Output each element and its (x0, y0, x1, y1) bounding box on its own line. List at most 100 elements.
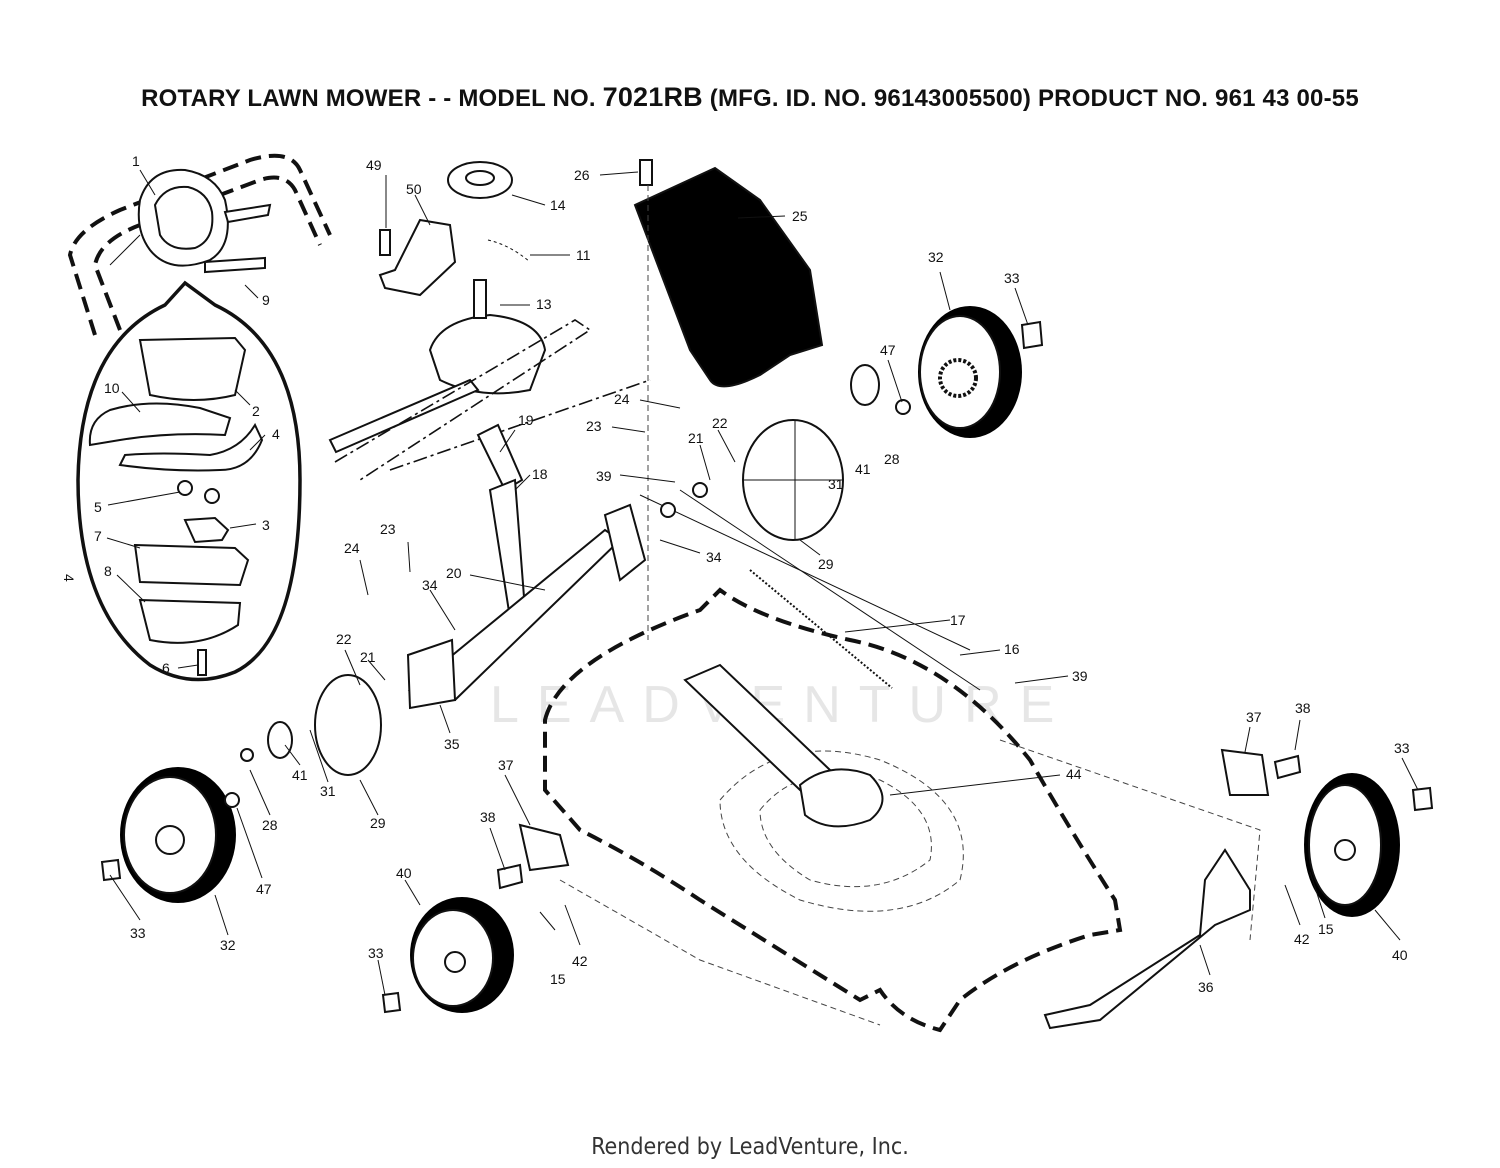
callout-19: 19 (518, 412, 534, 428)
callout-32a: 32 (928, 249, 944, 265)
callout-20: 20 (446, 565, 462, 581)
gear-41-left (267, 721, 293, 759)
callout-9: 9 (262, 292, 270, 308)
front-axle-36 (1043, 848, 1251, 1030)
nut-33-left (100, 858, 122, 882)
callout-31b: 31 (320, 783, 336, 799)
lever-18 (488, 478, 527, 620)
nut-33-top (1020, 320, 1044, 350)
rear-wheel-left (100, 674, 382, 903)
callout-10: 10 (104, 380, 120, 396)
callout-33d: 33 (1394, 740, 1410, 756)
housing-7 (133, 543, 250, 587)
callout-29a: 29 (818, 556, 834, 572)
cover-2 (138, 336, 247, 401)
callout-47a: 47 (880, 342, 896, 358)
callout-5: 5 (94, 499, 102, 515)
callout-24a: 24 (614, 391, 630, 407)
handle-assembly (67, 153, 332, 336)
height-adjuster (406, 423, 981, 710)
title-prefix: ROTARY LAWN MOWER - - MODEL NO. (141, 85, 596, 112)
callout-39a: 39 (596, 468, 612, 484)
callout-40a: 40 (396, 865, 412, 881)
callout-6: 6 (162, 660, 170, 676)
washer-47-left (224, 792, 240, 808)
drive-axle (328, 378, 480, 454)
mower-deck (543, 587, 1261, 1033)
callout-24b: 24 (344, 540, 360, 556)
callout-21a: 21 (688, 430, 704, 446)
bail-left-10 (88, 402, 232, 447)
callout-22b: 22 (336, 631, 352, 647)
callout-34b: 34 (422, 577, 438, 593)
spring-17 (749, 569, 893, 689)
callout-23a: 23 (586, 418, 602, 434)
baffle-44 (798, 768, 884, 828)
callout-49: 49 (366, 157, 382, 173)
footer-credit: Rendered by LeadVenture, Inc. (591, 1134, 909, 1160)
gear-41-right (850, 364, 880, 406)
transmission-13 (428, 313, 547, 395)
callout-42b: 42 (1294, 931, 1310, 947)
title-suffix: (MFG. ID. NO. 96143005500) PRODUCT NO. 9… (709, 85, 1359, 112)
model-number: 7021RB (602, 82, 703, 112)
callout-37b: 37 (1246, 709, 1262, 725)
callout-26: 26 (574, 167, 590, 183)
bolt-26 (639, 159, 653, 186)
callout-4b: 4 (61, 574, 77, 582)
callout-1: 1 (132, 153, 140, 169)
callout-14: 14 (550, 197, 566, 213)
screw-6 (197, 649, 207, 676)
bail-right-4 (118, 422, 264, 472)
callout-17: 17 (950, 612, 966, 628)
callout-2: 2 (252, 403, 260, 419)
base-8 (138, 598, 242, 644)
callout-37a: 37 (498, 757, 514, 773)
bracket-50 (378, 218, 457, 297)
callout-23b: 23 (380, 521, 396, 537)
callout-38a: 38 (480, 809, 496, 825)
bracket-37-left (518, 823, 570, 872)
callout-32b: 32 (220, 937, 236, 953)
callout-13: 13 (536, 296, 552, 312)
callout-36: 36 (1198, 979, 1214, 995)
callout-38b: 38 (1295, 700, 1311, 716)
rear-wheel-right (742, 306, 1044, 541)
callout-47b: 47 (256, 881, 272, 897)
callout-33b: 33 (130, 925, 146, 941)
callout-29b: 29 (370, 815, 386, 831)
callout-21b: 21 (360, 649, 376, 665)
chute-assembly (633, 159, 824, 640)
callout-50: 50 (406, 181, 422, 197)
callout-15a: 15 (550, 971, 566, 987)
callout-31a: 31 (828, 476, 844, 492)
callout-numbers: 1 9 2 10 4 5 3 7 8 6 4 49 50 14 11 13 26… (61, 153, 1410, 995)
callout-8: 8 (104, 563, 112, 579)
nut-33-front (381, 991, 402, 1014)
bolt-38-right (1273, 754, 1302, 780)
callout-15b: 15 (1318, 921, 1334, 937)
callout-34a: 34 (706, 549, 722, 565)
callout-22a: 22 (712, 415, 728, 431)
washer-47-top (895, 399, 911, 415)
callout-28b: 28 (262, 817, 278, 833)
controls-exploded-view (76, 280, 302, 682)
callout-44: 44 (1066, 766, 1082, 782)
callout-40b: 40 (1392, 947, 1408, 963)
leader-lines (106, 169, 1419, 996)
callout-35: 35 (444, 736, 460, 752)
callout-11: 11 (576, 247, 591, 263)
chute-25 (633, 166, 824, 388)
bracket-37-right (1220, 748, 1270, 796)
bracket-35 (406, 638, 457, 710)
callout-4a: 4 (272, 426, 280, 442)
drive-assembly (328, 161, 651, 481)
washer-28-left (240, 748, 254, 762)
lever-grip-19 (476, 423, 524, 492)
callout-18: 18 (532, 466, 548, 482)
callout-39b: 39 (1072, 668, 1088, 684)
axle-bracket (603, 503, 647, 582)
callout-41b: 41 (292, 767, 308, 783)
diagram-title: ROTARY LAWN MOWER - - MODEL NO. 7021RB (… (0, 82, 1500, 113)
